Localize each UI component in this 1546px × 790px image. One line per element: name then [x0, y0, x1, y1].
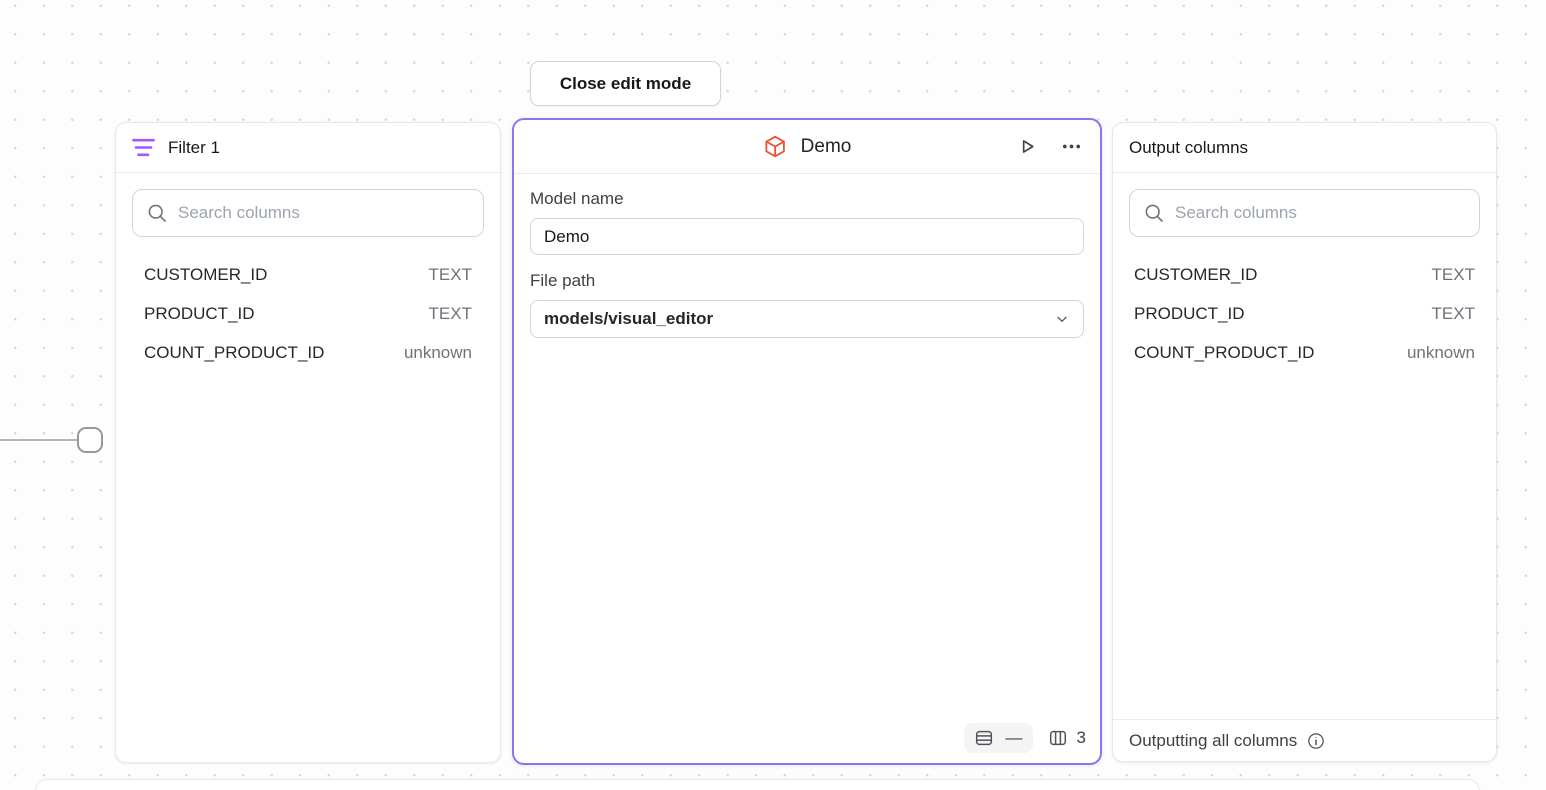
column-type: TEXT	[1431, 264, 1475, 284]
run-model-button[interactable]	[1012, 132, 1042, 162]
column-row[interactable]: CUSTOMER_ID TEXT	[1113, 255, 1496, 294]
table-rows-icon	[974, 728, 994, 748]
column-name: PRODUCT_ID	[1134, 303, 1245, 323]
column-row[interactable]: COUNT_PRODUCT_ID unknown	[116, 333, 500, 372]
model-name-input[interactable]	[530, 218, 1084, 255]
column-name: CUSTOMER_ID	[144, 264, 268, 284]
column-name: COUNT_PRODUCT_ID	[144, 342, 325, 362]
output-panel-header: Output columns	[1113, 123, 1496, 173]
output-footer: Outputting all columns	[1113, 719, 1496, 761]
column-type: unknown	[403, 342, 472, 362]
model-panel-header: Demo	[514, 120, 1100, 174]
file-path-select[interactable]: models/visual_editor	[530, 300, 1084, 338]
output-columns-panel: Output columns CUSTOMER_ID TEXT PRODUCT_…	[1112, 122, 1497, 762]
column-count-stat[interactable]: 3	[1048, 728, 1086, 748]
play-icon	[1022, 140, 1034, 153]
output-search-input[interactable]	[1175, 203, 1465, 223]
output-panel-title: Output columns	[1129, 137, 1249, 157]
filter-panel-header: Filter 1	[116, 123, 500, 173]
model-name-label: Model name	[530, 189, 624, 208]
filter-lines-icon	[132, 138, 155, 157]
column-row[interactable]: CUSTOMER_ID TEXT	[116, 255, 500, 294]
table-columns-icon	[1048, 728, 1068, 748]
row-count-value: —	[1005, 728, 1023, 747]
more-options-button[interactable]	[1056, 132, 1086, 162]
filter-node-panel: Filter 1 CUSTOMER_ID TEXT PRODUCT_ID TEX…	[115, 122, 501, 763]
column-name: PRODUCT_ID	[144, 303, 255, 323]
chevron-down-icon	[1054, 311, 1070, 327]
model-title: Demo	[800, 135, 852, 157]
row-count-stat[interactable]: —	[963, 723, 1033, 753]
column-type: TEXT	[1431, 303, 1475, 323]
output-column-list: CUSTOMER_ID TEXT PRODUCT_ID TEXT COUNT_P…	[1113, 253, 1496, 372]
filter-search-box[interactable]	[132, 189, 484, 237]
model-form: Model name File path models/visual_edito…	[514, 174, 1100, 353]
column-type: TEXT	[428, 303, 472, 323]
column-row[interactable]: PRODUCT_ID TEXT	[1113, 294, 1496, 333]
column-type: TEXT	[428, 264, 472, 284]
input-port-handle[interactable]	[77, 427, 103, 453]
bottom-panel-edge	[35, 779, 1480, 790]
column-row[interactable]: PRODUCT_ID TEXT	[116, 294, 500, 333]
output-footer-text: Outputting all columns	[1129, 730, 1298, 750]
column-name: CUSTOMER_ID	[1134, 264, 1258, 284]
filter-column-list: CUSTOMER_ID TEXT PRODUCT_ID TEXT COUNT_P…	[116, 253, 500, 372]
search-icon	[147, 203, 167, 223]
model-cube-icon	[763, 134, 788, 159]
model-header-actions	[1012, 132, 1086, 162]
info-icon[interactable]	[1306, 731, 1326, 751]
close-edit-mode-button[interactable]: Close edit mode	[530, 61, 721, 106]
filter-panel-title: Filter 1	[168, 137, 220, 157]
edge-connector-line	[0, 439, 79, 441]
model-node-panel: Demo Model name File path	[512, 118, 1102, 765]
model-stats: — 3	[963, 723, 1086, 753]
filter-search-input[interactable]	[178, 203, 469, 223]
file-path-label: File path	[530, 271, 596, 290]
output-search-box[interactable]	[1129, 189, 1480, 237]
column-count-value: 3	[1076, 728, 1086, 747]
column-row[interactable]: COUNT_PRODUCT_ID unknown	[1113, 333, 1496, 372]
column-name: COUNT_PRODUCT_ID	[1134, 342, 1315, 362]
file-path-value: models/visual_editor	[544, 309, 714, 328]
search-icon	[1144, 203, 1164, 223]
column-type: unknown	[1406, 342, 1475, 362]
model-title-group: Demo	[763, 134, 852, 159]
ellipsis-icon	[1062, 144, 1080, 149]
